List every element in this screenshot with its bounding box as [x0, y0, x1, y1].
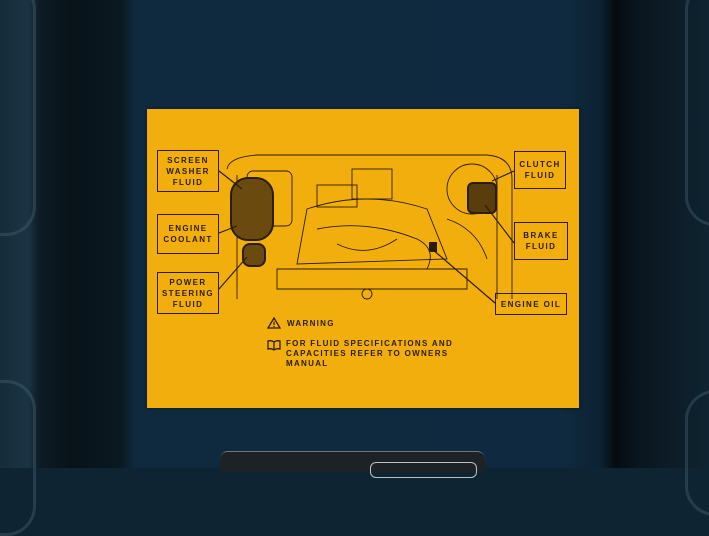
callout-brake-fluid: BRAKE FLUID [514, 222, 568, 260]
fluid-label-sticker: SCREEN WASHER FLUID ENGINE COOLANT POWER… [147, 109, 579, 408]
engine-bay-diagram [226, 154, 513, 300]
manual-reference-text: FOR FLUID SPECIFICATIONS AND CAPACITIES … [286, 339, 454, 368]
callout-screen-washer-fluid: SCREEN WASHER FLUID [157, 150, 219, 192]
callout-power-steering-fluid: POWER STEERING FLUID [157, 272, 219, 314]
brake-reservoir [467, 182, 497, 214]
callout-engine-oil: ENGINE OIL [495, 293, 567, 315]
engine-oil-cap [429, 242, 437, 252]
washer-coolant-reservoir [230, 177, 274, 241]
leader-lines [218, 170, 515, 304]
callout-engine-coolant: ENGINE COOLANT [157, 214, 219, 254]
warning-heading: WARNING [267, 317, 335, 329]
panel-recess-right [685, 0, 709, 226]
warning-title: WARNING [287, 318, 335, 328]
plate-slot [370, 462, 477, 478]
manual-reference: FOR FLUID SPECIFICATIONS AND CAPACITIES … [267, 339, 486, 369]
panel-recess-left-lower [0, 380, 36, 536]
warning-triangle-icon [267, 317, 281, 329]
panel-recess-left [0, 0, 36, 236]
panel-recess-right-lower [685, 390, 709, 516]
lower-metal-plate [220, 451, 485, 478]
power-steering-reservoir [242, 243, 266, 267]
callout-clutch-fluid: CLUTCH FLUID [514, 151, 566, 189]
book-manual-icon [267, 340, 281, 351]
